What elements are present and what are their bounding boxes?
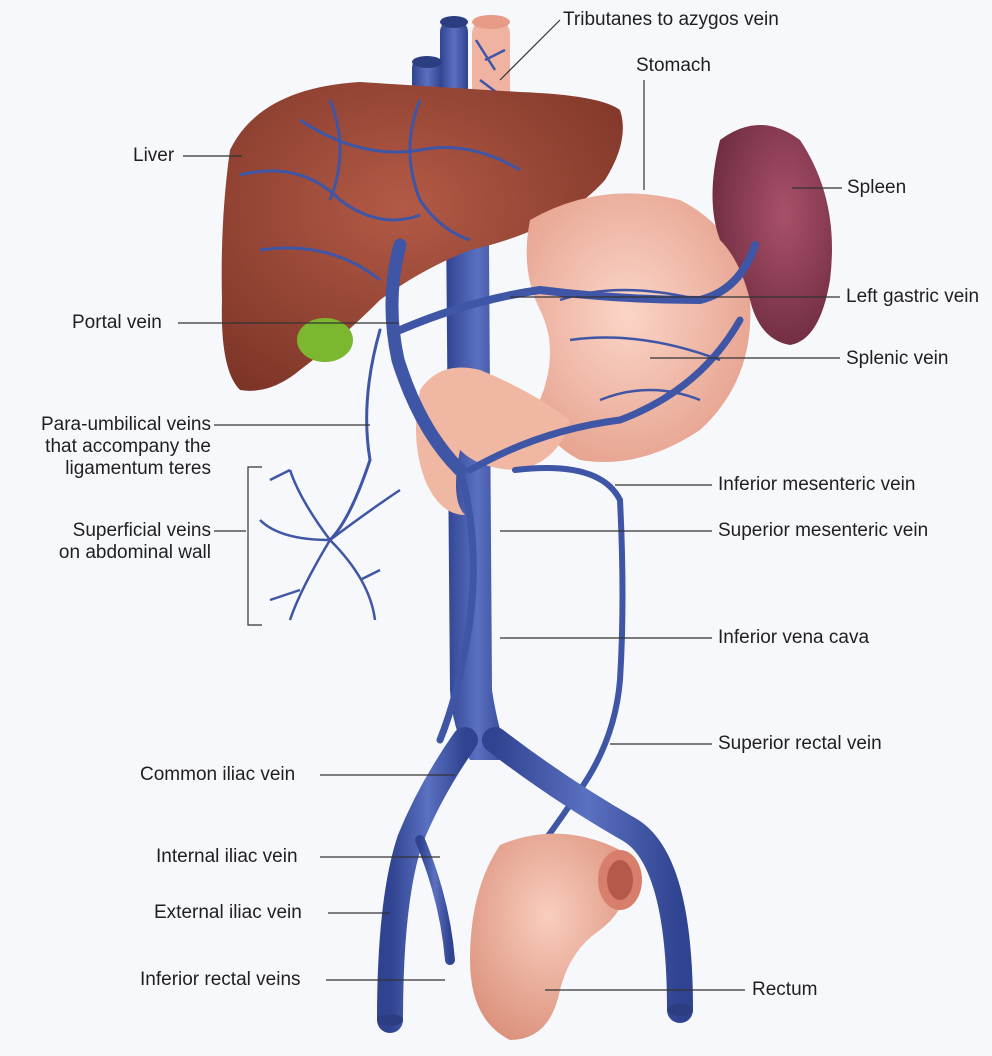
label-inferior-mesenteric: Inferior mesenteric vein xyxy=(718,474,916,495)
leader-lines xyxy=(178,19,842,991)
label-portal: Portal vein xyxy=(72,312,162,333)
spleen xyxy=(712,125,832,345)
label-spleen: Spleen xyxy=(847,177,907,198)
label-left-gastric: Left gastric vein xyxy=(846,286,980,307)
label-internal-iliac: Internal iliac vein xyxy=(156,846,298,867)
label-ivc: Inferior vena cava xyxy=(718,627,870,648)
label-inferior-rectal: Inferior rectal veins xyxy=(140,969,301,990)
label-liver: Liver xyxy=(133,145,175,166)
iliac-end-left xyxy=(377,1014,403,1026)
superficial-bracket xyxy=(247,466,262,626)
label-rectum: Rectum xyxy=(752,979,818,1000)
superficial-veins xyxy=(259,468,401,621)
label-tributaries: Tributanes to azygos vein xyxy=(563,9,779,30)
label-splenic: Splenic vein xyxy=(846,348,949,369)
label-stomach: Stomach xyxy=(636,55,711,76)
stomach xyxy=(526,193,751,463)
rectum xyxy=(470,833,642,1040)
portal-veins xyxy=(328,238,759,843)
label-para-umbilical: Para-umbilical veins that accompany the … xyxy=(40,414,211,479)
liver xyxy=(221,82,623,391)
label-superficial: Superficial veins on abdominal wall xyxy=(58,520,211,563)
gallbladder xyxy=(297,318,353,362)
label-superior-mesenteric: Superior mesenteric vein xyxy=(718,520,929,541)
duodenum xyxy=(416,367,570,515)
label-external-iliac: External iliac vein xyxy=(154,902,302,923)
label-common-iliac: Common iliac vein xyxy=(140,764,296,785)
label-superior-rectal: Superior rectal vein xyxy=(718,733,882,754)
iliac-end-right xyxy=(667,1004,693,1016)
